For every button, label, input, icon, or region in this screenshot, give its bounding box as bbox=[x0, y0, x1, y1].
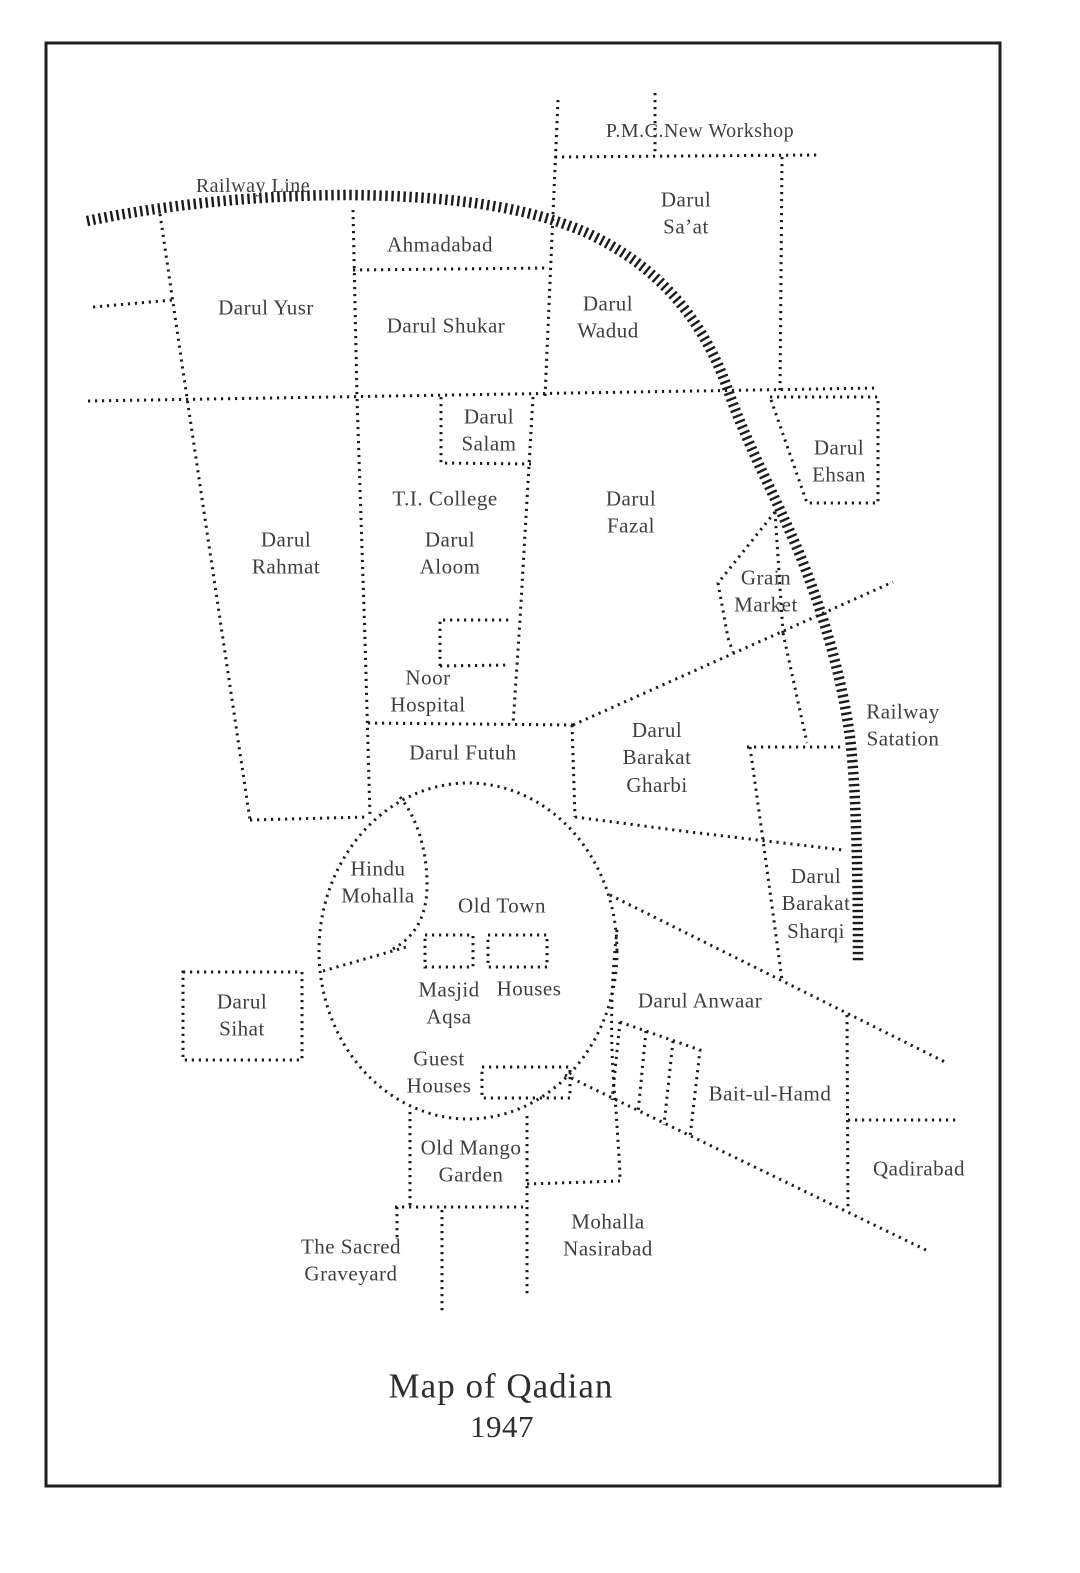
boundary-futuh-east bbox=[570, 724, 577, 818]
boundary-sharqi-west bbox=[748, 746, 784, 981]
boundary-grain-market-west bbox=[716, 511, 777, 653]
label-ti-college: T.I. College bbox=[392, 486, 498, 511]
label-darul-yusr: Darul Yusr bbox=[218, 295, 314, 320]
label-mohalla-nasirabad: Mohalla Nasirabad bbox=[563, 1209, 653, 1261]
boundary-nasirabad-east-arc bbox=[610, 929, 622, 1182]
label-old-town: Old Town bbox=[458, 893, 546, 918]
boundary-nasirabad-south bbox=[526, 1179, 621, 1186]
label-railway-line: Railway Line bbox=[195, 175, 311, 197]
boundary-rahmat-south bbox=[249, 815, 369, 822]
label-darul-shukar: Darul Shukar bbox=[386, 313, 506, 338]
label-darul-barakat-gharbi: Darul Barakat Gharbi bbox=[622, 718, 692, 797]
label-darul-rahmat: Darul Rahmat bbox=[251, 527, 321, 579]
label-darul-fazal: Darul Fazal bbox=[605, 486, 657, 538]
label-qadirabad: Qadirabad bbox=[873, 1156, 965, 1181]
boundary-fazal-south-diagonal bbox=[572, 580, 894, 727]
label-ahmadabad: Ahmadabad bbox=[387, 232, 493, 257]
label-guest-houses: Guest Houses bbox=[406, 1046, 472, 1098]
label-railway-satation: Railway Satation bbox=[866, 699, 940, 751]
boundary-ahmadabad-south bbox=[352, 266, 548, 272]
boundary-old-town-ellipse bbox=[317, 781, 619, 1121]
label-hindu-mohalla: Hindu Mohalla bbox=[341, 856, 415, 908]
label-pmc-new-workshop: P.M.C.New Workshop bbox=[605, 120, 795, 142]
boundary-wadud-saat-divider bbox=[543, 99, 560, 398]
label-noor-hospital: Noor Hospital bbox=[390, 665, 466, 717]
label-darul-ehsan: Darul Ehsan bbox=[812, 435, 866, 487]
boundary-bait-ul-hamd-plots bbox=[610, 1020, 702, 1138]
boundary-yusr-shukar-divider bbox=[351, 209, 372, 818]
boundary-southeast-long-diagonal bbox=[564, 1073, 931, 1254]
boundary-guest-houses-box bbox=[480, 1065, 572, 1100]
boundary-aloom-small-box bbox=[438, 618, 513, 668]
boundary-saat-east-vertical bbox=[778, 156, 784, 391]
label-old-mango-garden: Old Mango Garden bbox=[420, 1135, 522, 1187]
map-year: 1947 bbox=[470, 1408, 534, 1444]
boundary-main-horizontal bbox=[87, 386, 878, 403]
boundary-pmc-horizontal bbox=[554, 153, 818, 159]
label-darul-aloom: Darul Aloom bbox=[419, 527, 481, 579]
boundary-qadirabad-west bbox=[845, 1014, 850, 1211]
label-darul-wadud: Darul Wadud bbox=[577, 291, 639, 343]
boundary-grain-to-sharqi bbox=[781, 632, 809, 744]
label-darul-sihat: Darul Sihat bbox=[216, 989, 268, 1041]
boundary-gharbi-south bbox=[574, 815, 844, 852]
label-sacred-graveyard: The Sacred Graveyard bbox=[300, 1234, 402, 1286]
label-grain-market: Grain Market bbox=[734, 565, 798, 617]
boundary-hindu-mohalla-close bbox=[322, 944, 411, 973]
boundary-sihat-box bbox=[181, 970, 304, 1062]
map-border-frame bbox=[44, 41, 1002, 1488]
label-darul-anwaar: Darul Anwaar bbox=[637, 988, 763, 1013]
boundary-masjid-aqsa-box bbox=[423, 933, 475, 969]
boundary-ehsan-box bbox=[767, 395, 880, 505]
boundary-left-stub bbox=[92, 298, 174, 309]
label-darul-saat: Darul Sa’at bbox=[660, 187, 712, 239]
label-bait-ul-hamd: Bait-ul-Hamd bbox=[708, 1081, 832, 1106]
label-darul-futuh: Darul Futuh bbox=[409, 740, 517, 765]
label-houses: Houses bbox=[496, 976, 562, 1001]
label-masjid-aqsa: Masjid Aqsa bbox=[418, 977, 480, 1029]
boundary-houses-box bbox=[486, 933, 549, 969]
label-darul-salam: Darul Salam bbox=[461, 404, 517, 456]
map-title: Map of Qadian bbox=[388, 1366, 614, 1406]
boundary-yusr-west bbox=[158, 213, 252, 821]
boundary-futuh-north bbox=[367, 721, 574, 727]
label-darul-barakat-sharqi: Darul Barakat Sharqi bbox=[781, 864, 851, 943]
boundary-hindu-mohalla-curve bbox=[392, 796, 429, 951]
boundary-salam-box bbox=[439, 397, 532, 466]
